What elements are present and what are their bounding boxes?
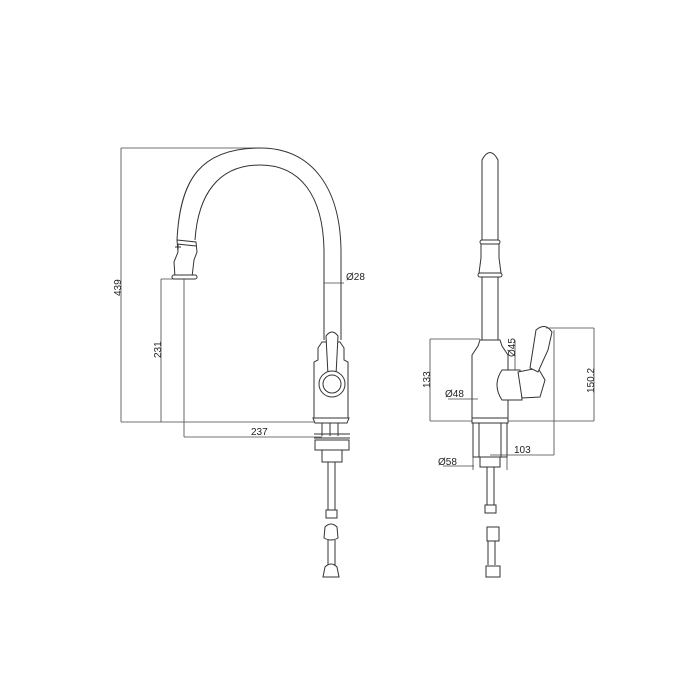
spout bbox=[171, 147, 342, 340]
pull-out-wand bbox=[477, 152, 503, 340]
label-base-dia: Ø58 bbox=[438, 457, 457, 468]
label-lever-dia: Ø45 bbox=[507, 338, 518, 357]
label-lever-height: 150.2 bbox=[586, 367, 597, 393]
label-lever-projection: 103 bbox=[514, 445, 531, 456]
label-body-height: 133 bbox=[422, 371, 433, 388]
side-dimensions bbox=[429, 327, 595, 470]
label-overall-height: 439 bbox=[113, 279, 124, 296]
base-fixing bbox=[314, 423, 350, 578]
label-reach: 237 bbox=[251, 427, 268, 438]
label-spout-dia: Ø28 bbox=[346, 272, 365, 283]
label-body-dia: Ø48 bbox=[445, 389, 464, 400]
side-base bbox=[472, 422, 508, 578]
tap-body bbox=[312, 331, 350, 424]
side-body bbox=[471, 326, 553, 424]
dim-reach bbox=[183, 279, 322, 438]
label-outlet-height: 231 bbox=[153, 341, 164, 358]
dim-overall-height bbox=[120, 147, 320, 423]
